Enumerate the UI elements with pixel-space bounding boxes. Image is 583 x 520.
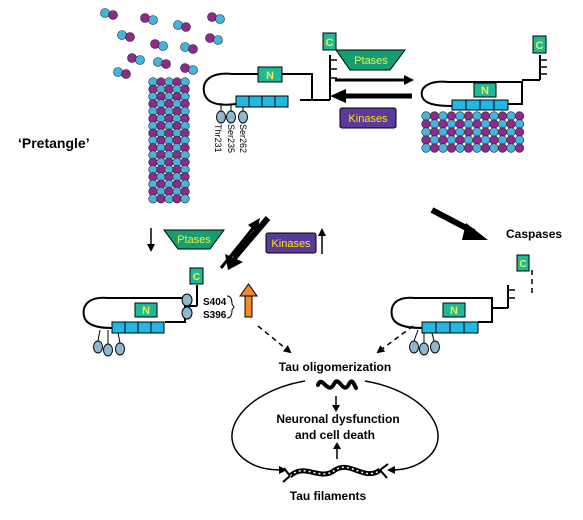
tau-molecule-bound: C N	[420, 35, 547, 111]
s404-label: S404	[203, 297, 227, 308]
caspases-arrow	[430, 207, 488, 240]
repeat-domains	[235, 95, 289, 108]
s396-label: S396	[203, 310, 227, 321]
tau-molecule-cleaved: N	[390, 285, 515, 356]
n-domain-label: N	[266, 70, 274, 82]
free-tubulin-dimers	[100, 8, 225, 79]
c-domain-label-fragment: C	[519, 259, 526, 270]
c-domain-label-bound: C	[536, 40, 544, 52]
curve-arrow-left	[231, 380, 306, 474]
pretangle-label: ‘Pretangle’	[18, 135, 90, 151]
microtubule-horizontal-icon	[421, 111, 525, 153]
phosphate-groups	[216, 103, 248, 124]
ptases-label-top: Ptases	[354, 55, 388, 67]
ptases-label-middle: Ptases	[177, 234, 211, 246]
neuronal-line1-label: Neuronal dysfunction	[276, 412, 399, 426]
ser262-label: Ser262	[238, 124, 248, 153]
kinases-badge-middle: Kinases	[265, 232, 317, 254]
neuronal-line2-label: and cell death	[295, 428, 375, 442]
dashed-arrows	[257, 270, 533, 354]
tau-molecule-top: C N Thr231 Ser235 Ser262	[202, 32, 337, 153]
orange-up-arrow	[239, 283, 258, 318]
ptases-badge-top: Ptases	[335, 49, 406, 71]
tau-filaments-label: Tau filaments	[290, 489, 367, 503]
tau-molecule-phospho: C N	[82, 267, 204, 357]
kinases-label-top: Kinases	[348, 113, 388, 125]
n-domain-label-cleaved: N	[450, 305, 458, 317]
n-domain-label-phospho: N	[142, 305, 150, 317]
caspases-label: Caspases	[506, 227, 562, 241]
c-domain-label: C	[326, 37, 334, 49]
middle-equilibrium-arrows	[147, 216, 326, 270]
oligomer-squiggle-icon	[316, 379, 358, 390]
kinases-label-middle: Kinases	[271, 238, 311, 250]
n-domain-label-bound: N	[481, 85, 489, 97]
ptases-badge-middle: Ptases	[163, 229, 225, 250]
site-bracket	[226, 295, 235, 319]
cleaved-c-fragment: C	[516, 254, 530, 272]
top-equilibrium-arrows	[330, 75, 414, 103]
microtubule-vertical-icon	[148, 77, 190, 204]
thr231-label: Thr231	[213, 124, 223, 153]
kinases-badge-top: Kinases	[339, 107, 397, 129]
ser235-label: Ser235	[226, 124, 236, 153]
tau-oligomerization-label: Tau oligomerization	[279, 360, 391, 374]
tau-filament-icon	[282, 463, 389, 483]
curve-arrow-right	[364, 380, 439, 474]
c-domain-label-phospho: C	[193, 272, 200, 283]
